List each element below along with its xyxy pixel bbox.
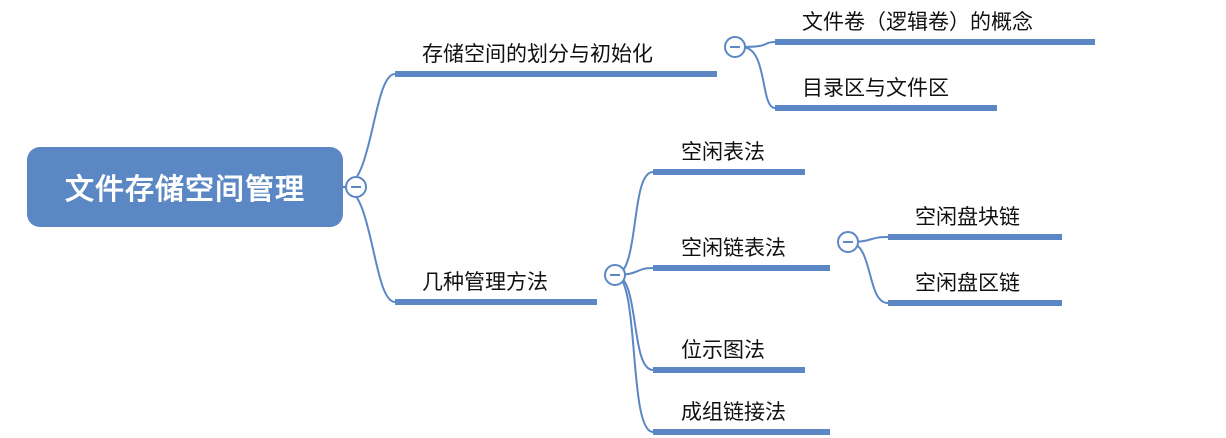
sub-child-2-label[interactable]: 空闲盘区链: [915, 271, 1020, 295]
branch-1-child-2-label[interactable]: 目录区与文件区: [802, 76, 949, 100]
branch-1-child-1-underline: [775, 39, 1095, 45]
branch-1-child-2-underline: [775, 105, 997, 111]
collapse-branch-2-child-2-icon[interactable]: [837, 231, 859, 253]
root-node[interactable]: 文件存储空间管理: [27, 147, 343, 227]
sub-child-1-label[interactable]: 空闲盘块链: [915, 205, 1020, 229]
branch-2-underline: [395, 299, 597, 305]
branch-2-child-1-underline: [653, 169, 805, 175]
branch-2-child-3-underline: [653, 367, 805, 373]
root-label: 文件存储空间管理: [64, 172, 305, 206]
sub-child-1-underline: [888, 234, 1062, 240]
connector-root-branch-1: [342, 73, 396, 188]
branch-2-child-4-label[interactable]: 成组链接法: [681, 400, 786, 424]
branch-2-child-2-underline: [653, 265, 830, 271]
connector-branch-1-child-2: [741, 46, 776, 109]
collapse-branch-1-icon[interactable]: [724, 36, 746, 58]
collapse-root-icon[interactable]: [345, 176, 367, 198]
sub-child-2-underline: [888, 300, 1062, 306]
branch-2-child-1-label[interactable]: 空闲表法: [681, 140, 765, 164]
connector-branch-2-child-4: [614, 274, 654, 433]
connector-branch-2-child-1: [614, 171, 654, 276]
connector-root-branch-2: [342, 186, 396, 303]
branch-1-label[interactable]: 存储空间的划分与初始化: [422, 42, 653, 66]
branch-2-label[interactable]: 几种管理方法: [422, 270, 548, 294]
connector-branch-1-child-1: [741, 41, 776, 48]
branch-1-child-1-label[interactable]: 文件卷（逻辑卷）的概念: [802, 10, 1033, 34]
branch-2-child-3-label[interactable]: 位示图法: [681, 338, 765, 362]
branch-2-child-2-label[interactable]: 空闲链表法: [681, 236, 786, 260]
branch-1-underline: [395, 71, 717, 77]
collapse-branch-2-icon[interactable]: [604, 264, 626, 286]
branch-2-child-4-underline: [653, 429, 830, 435]
